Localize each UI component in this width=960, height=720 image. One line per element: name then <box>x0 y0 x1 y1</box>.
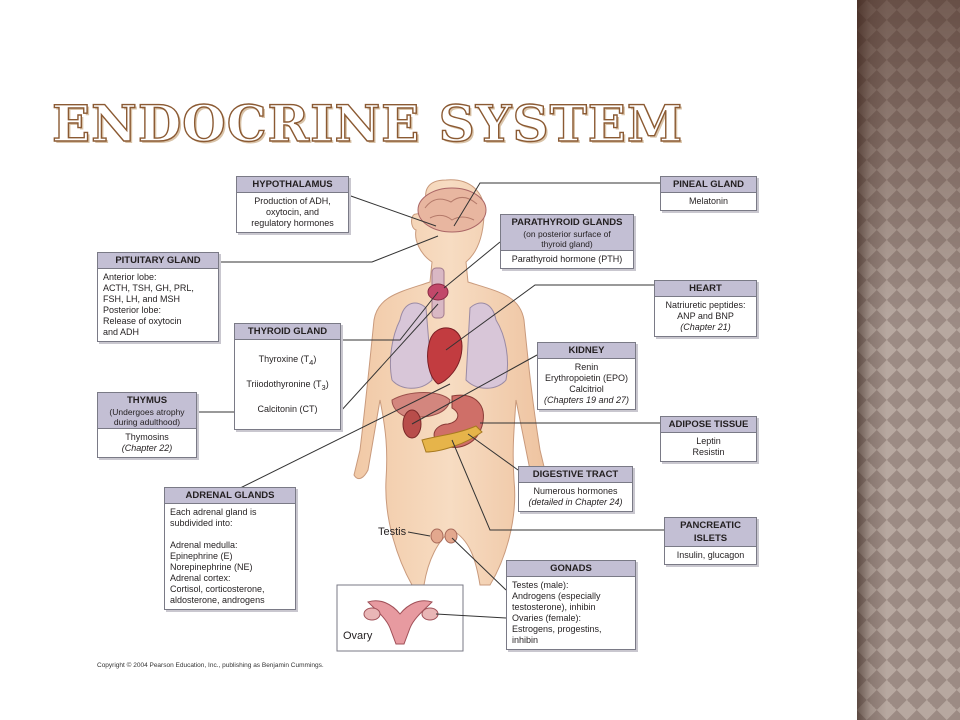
pituitary-body: Anterior lobe: ACTH, TSH, GH, PRL, FSH, … <box>103 272 194 337</box>
pituitary-box: PITUITARY GLAND Anterior lobe: ACTH, TSH… <box>97 252 219 342</box>
digestive-body: Numerous hormones(detailed in Chapter 24… <box>519 483 632 511</box>
slide-title: Endocrine System <box>51 93 684 153</box>
left-lung-shape <box>389 302 433 389</box>
uterus-shape <box>367 600 433 645</box>
pancreatic-body: Insulin, glucagon <box>676 550 745 560</box>
pancreatic-box: PANCREATIC ISLETS Insulin, glucagon <box>664 517 757 565</box>
heart-text: Natriuretic peptides: ANP and BNP <box>665 300 746 321</box>
copyright-text: Copyright © 2004 Pearson Education, Inc.… <box>97 662 324 669</box>
pineal-title: PINEAL GLAND <box>661 177 756 193</box>
thyroxine-close: ) <box>313 354 317 364</box>
ovary-left-shape <box>363 607 381 621</box>
pituitary-title: PITUITARY GLAND <box>98 253 218 269</box>
gonads-box: GONADS Testes (male): Androgens (especia… <box>506 560 636 650</box>
thymosins-text: Thymosins <box>125 432 169 442</box>
thymus-body: Thymosins(Chapter 22) <box>98 429 196 457</box>
adipose-box: ADIPOSE TISSUE Leptin Resistin <box>660 416 757 462</box>
kidney-note: (Chapters 19 and 27) <box>543 395 630 405</box>
adrenal-title: ADRENAL GLANDS <box>165 488 295 504</box>
digestive-title: DIGESTIVE TRACT <box>519 467 632 483</box>
pancreas-shape <box>421 425 483 453</box>
thymus-title: THYMUS <box>126 395 168 406</box>
adrenal-box: ADRENAL GLANDS Each adrenal gland is sub… <box>164 487 296 610</box>
ovary-right-shape <box>421 607 439 621</box>
heart-title: HEART <box>655 281 756 297</box>
body-silhouette <box>353 179 547 586</box>
parathyroid-box: PARATHYROID GLANDS(on posterior surface … <box>500 214 634 269</box>
ovary-label: Ovary <box>343 630 373 642</box>
kidney-box: KIDNEY Renin Erythropoietin (EPO) Calcit… <box>537 342 636 410</box>
thyroid-box: THYROID GLAND Thyroxine (T4) Triiodothyr… <box>234 323 341 430</box>
brain-shape <box>417 187 487 233</box>
calcitonin-text: Calcitonin (CT) <box>257 403 318 414</box>
digestive-text: Numerous hormones <box>533 486 618 496</box>
digestive-box: DIGESTIVE TRACT Numerous hormones(detail… <box>518 466 633 512</box>
adipose-body: Leptin Resistin <box>692 436 725 457</box>
kidney-title: KIDNEY <box>538 343 635 359</box>
triiodothyronine-close: ) <box>325 378 329 389</box>
pineal-body: Melatonin <box>688 196 729 206</box>
parathyroid-header: PARATHYROID GLANDS(on posterior surface … <box>501 215 633 251</box>
parathyroid-title: PARATHYROID GLANDS <box>511 217 623 228</box>
triiodothyronine-subscript: 3 <box>321 382 326 392</box>
thyroxine-subscript: 4 <box>309 357 314 367</box>
hypothalamus-title: HYPOTHALAMUS <box>237 177 348 193</box>
thymus-note: (Chapter 22) <box>121 443 173 453</box>
heart-body: Natriuretic peptides: ANP and BNP(Chapte… <box>655 297 756 336</box>
adipose-title: ADIPOSE TISSUE <box>661 417 756 433</box>
hypothalamus-body: Production of ADH, oxytocin, and regulat… <box>251 196 334 228</box>
triiodothyronine-text: Triiodothyronine (T <box>246 378 322 389</box>
parathyroid-subtitle: (on posterior surface of thyroid gland) <box>523 229 611 249</box>
testis-label: Testis <box>378 526 407 538</box>
heart-note: (Chapter 21) <box>680 322 731 332</box>
heart-box: HEART Natriuretic peptides: ANP and BNP(… <box>654 280 757 337</box>
pancreatic-title: PANCREATIC ISLETS <box>665 518 756 547</box>
pineal-box: PINEAL GLAND Melatonin <box>660 176 757 211</box>
adrenal-body: Each adrenal gland is subdivided into: A… <box>170 507 265 605</box>
thyroid-title: THYROID GLAND <box>235 324 340 340</box>
thymus-subtitle: (Undergoes atrophy during adulthood) <box>109 407 185 427</box>
thymus-box: THYMUS(Undergoes atrophy during adulthoo… <box>97 392 197 458</box>
thyroxine-text: Thyroxine (T <box>258 354 310 364</box>
hypothalamus-box: HYPOTHALAMUS Production of ADH, oxytocin… <box>236 176 349 233</box>
decorative-sidebar <box>857 0 960 720</box>
right-lung-shape <box>465 302 509 389</box>
kidney-body: Renin Erythropoietin (EPO) Calcitriol(Ch… <box>538 359 635 409</box>
gonads-title: GONADS <box>507 561 635 577</box>
testis-left-shape <box>430 528 444 544</box>
kidney-text: Renin Erythropoietin (EPO) Calcitriol <box>544 362 629 394</box>
digestive-note: (detailed in Chapter 24) <box>528 497 623 507</box>
gonads-body: Testes (male): Androgens (especially tes… <box>512 580 602 645</box>
thyroid-body: Thyroxine (T4) Triiodothyronine (T3) Cal… <box>235 340 340 429</box>
heart-shape <box>427 327 463 385</box>
parathyroid-body: Parathyroid hormone (PTH) <box>511 254 623 264</box>
thymus-header: THYMUS(Undergoes atrophy during adulthoo… <box>98 393 196 429</box>
